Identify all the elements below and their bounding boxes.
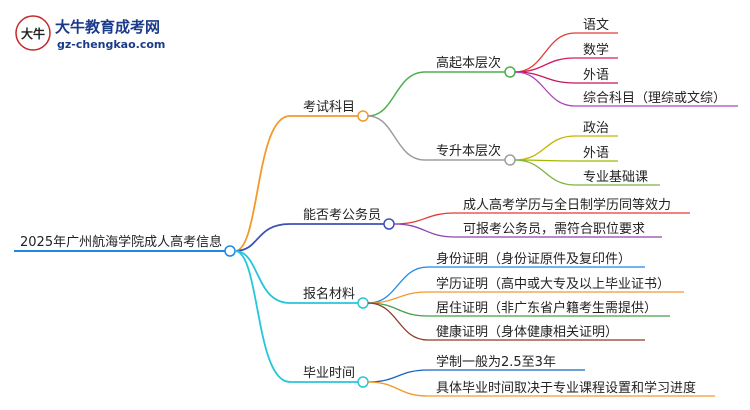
leaf-can-apply: 可报考公务员，需符合职位要求: [463, 221, 645, 237]
leaf-foreign-language-2: 外语: [583, 146, 609, 161]
group-gaoqiben-label: 高起本层次: [436, 55, 501, 71]
edge-root-materials: [234, 250, 291, 304]
leaf-id-proof: 身份证明（身份证原件及复印件）: [436, 251, 631, 267]
branch-graduation-label: 毕业时间: [303, 366, 355, 381]
branch-subjects: 考试科目 高起本层次 语文 数学 外语 综合科目（理综或文综） 专升本层次: [290, 18, 738, 186]
branch-graduation: 毕业时间 学制一般为2.5至3年 具体毕业时间取决于专业课程设置和学习进度: [290, 354, 715, 397]
logo-mark-text: 大牛: [21, 26, 45, 41]
leaf-equal-validity: 成人高考学历与全日制学历同等效力: [463, 197, 671, 213]
logo-mark-icon: [15, 15, 51, 51]
leaf-health-proof: 健康证明（身体健康相关证明）: [436, 324, 618, 340]
leaf-study-duration: 学制一般为2.5至3年: [436, 354, 556, 370]
group-zhuanshengben-label: 专升本层次: [436, 143, 501, 159]
leaf-graduation-depends: 具体毕业时间取决于专业课程设置和学习进度: [436, 380, 696, 396]
leaf-politics: 政治: [583, 121, 609, 136]
logo-url: gz-chengkao.com: [57, 38, 165, 51]
edge-root-graduation: [234, 250, 291, 383]
branch-civil-service: 能否考公务员 成人高考学历与全日制学历同等效力 可报考公务员，需符合职位要求: [290, 197, 690, 238]
group-gaoqiben: 高起本层次 语文 数学 外语 综合科目（理综或文综）: [425, 18, 738, 107]
branch-materials: 报名材料 身份证明（身份证原件及复印件） 学历证明（高中或大专及以上毕业证书） …: [290, 251, 684, 341]
leaf-residence-proof: 居住证明（非广东省户籍考生需提供）: [436, 300, 657, 316]
branch-civil-service-label: 能否考公务员: [303, 207, 381, 223]
logo: 大牛 大牛教育成考网 gz-chengkao.com: [15, 15, 165, 51]
branch-subjects-label: 考试科目: [303, 100, 355, 115]
leaf-comprehensive: 综合科目（理综或文综）: [583, 91, 726, 106]
leaf-math: 数学: [583, 42, 609, 58]
edge-root-civil: [234, 223, 291, 252]
group-zhuanshengben: 专升本层次 政治 外语 专业基础课: [425, 121, 660, 186]
root-label: 2025年广州航海学院成人高考信息: [20, 234, 222, 250]
branch-materials-label: 报名材料: [303, 286, 355, 302]
leaf-major-basics: 专业基础课: [583, 170, 648, 185]
logo-title: 大牛教育成考网: [55, 18, 160, 36]
leaf-foreign-language: 外语: [583, 68, 609, 83]
root-node: 2025年广州航海学院成人高考信息: [14, 234, 236, 257]
leaf-education-proof: 学历证明（高中或大专及以上毕业证书）: [436, 276, 670, 292]
leaf-chinese: 语文: [583, 18, 609, 33]
root-dot: [224, 245, 236, 257]
edge-root-subjects: [234, 115, 291, 252]
